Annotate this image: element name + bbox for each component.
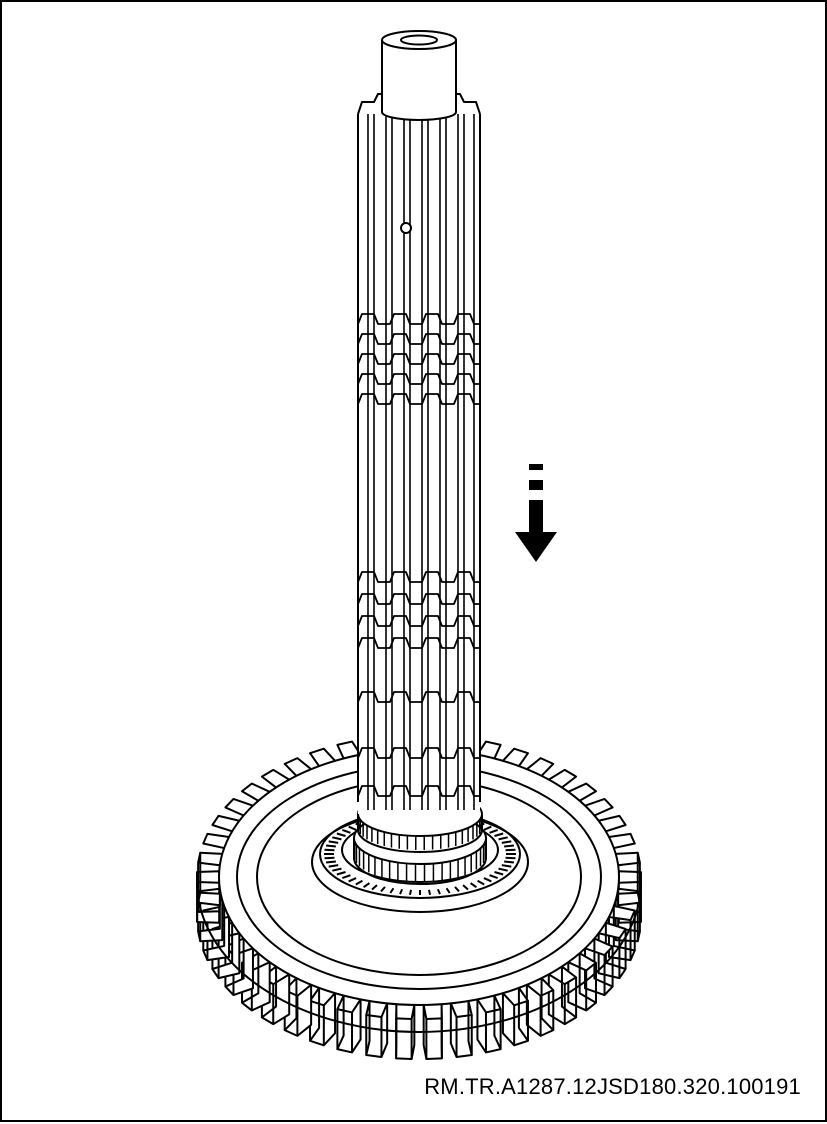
splined-shaft (357, 30, 481, 814)
gear-tooth (607, 904, 636, 962)
gear-tooth (202, 832, 230, 850)
gear-tooth (608, 832, 636, 850)
gear-tooth (336, 740, 362, 759)
shaft-splines (367, 114, 475, 810)
gear-tooth (598, 814, 627, 833)
gear-teeth (196, 733, 642, 1060)
gear-tooth (547, 965, 578, 1026)
arrow-down-icon (515, 464, 557, 562)
gear-tooth (211, 814, 240, 833)
spline-bands (357, 313, 480, 797)
collar-splines (353, 814, 487, 882)
gear-tooth (584, 937, 614, 997)
gear-tooth (476, 740, 502, 759)
figure-reference-code: RM.TR.A1287.12JSD180.320.100191 (424, 1074, 801, 1099)
gear-hub (311, 791, 529, 913)
